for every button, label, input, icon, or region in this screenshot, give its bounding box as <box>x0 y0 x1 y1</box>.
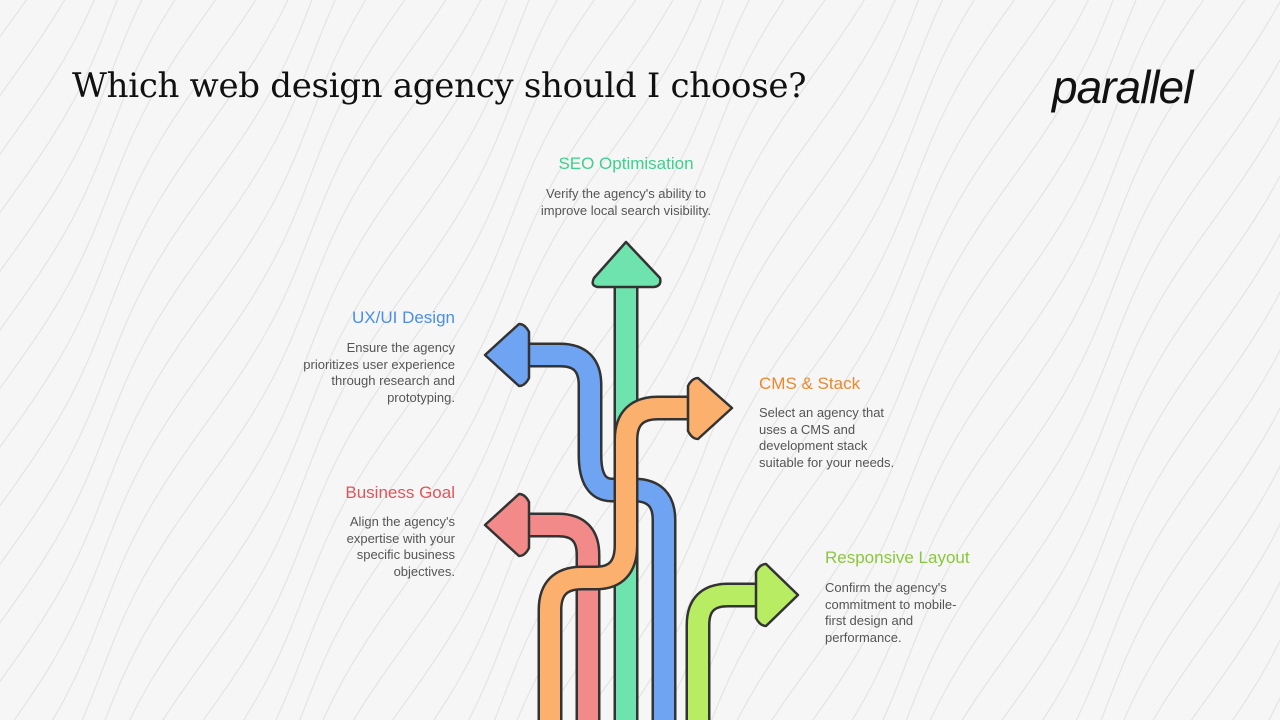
background-line <box>202 0 595 720</box>
background-line <box>468 0 865 720</box>
background-line <box>81 0 482 720</box>
brand-logo: parallel <box>1052 61 1193 113</box>
background-line <box>622 0 1015 720</box>
background-line <box>0 0 143 273</box>
background-line <box>1190 581 1280 720</box>
business-goal-description: Align the agency's expertise with your s… <box>346 514 455 579</box>
background-line <box>275 0 674 720</box>
background-line <box>1123 464 1280 720</box>
background-line <box>0 0 367 683</box>
background-line <box>1042 290 1280 720</box>
responsive-layout-label: Responsive Layout <box>825 548 970 567</box>
background-line <box>1100 406 1280 720</box>
background-line <box>961 174 1280 720</box>
seo-label: SEO Optimisation <box>558 154 694 173</box>
background-line <box>51 0 447 720</box>
background-line <box>905 58 1280 720</box>
background-line <box>1152 522 1280 720</box>
background-line <box>736 0 1137 720</box>
cms-stack-arrow <box>537 376 734 720</box>
page-title: Which web design agency should I choose? <box>72 66 807 106</box>
background-line <box>0 0 336 624</box>
background-line <box>516 0 920 720</box>
seo-description: Verify the agency's ability to improve l… <box>540 186 712 218</box>
background-line <box>0 0 95 156</box>
business-goal-label: Business Goal <box>345 483 455 502</box>
ux-ui-description: Ensure the agency prioritizes user exper… <box>303 340 455 405</box>
background-line <box>0 0 217 390</box>
background-line <box>1075 348 1280 720</box>
ux-ui-arrow <box>483 322 677 720</box>
background-line <box>0 0 289 507</box>
responsive-layout-description: Confirm the agency's commitment to mobil… <box>825 580 957 645</box>
ux-ui-label: UX/UI Design <box>352 308 455 327</box>
background-line <box>129 0 530 720</box>
background-line <box>0 0 176 331</box>
background-line <box>812 0 1205 720</box>
background-line <box>929 116 1280 720</box>
background-line <box>242 0 637 720</box>
responsive-arrow <box>685 562 800 720</box>
background-line <box>0 0 118 214</box>
background-line <box>851 0 1246 720</box>
background-line <box>0 0 313 566</box>
cms-stack-label: CMS & Stack <box>759 374 861 393</box>
background-line <box>104 0 508 720</box>
background-line <box>13 0 406 720</box>
background-line <box>162 0 558 720</box>
business-goal-arrow <box>483 492 601 720</box>
background-line <box>771 0 1166 720</box>
background-line <box>688 0 1090 720</box>
background-line <box>0 0 257 449</box>
cms-stack-description: Select an agency that uses a CMS and dev… <box>759 405 895 470</box>
background-line <box>1001 232 1280 720</box>
background-line <box>882 0 1280 720</box>
